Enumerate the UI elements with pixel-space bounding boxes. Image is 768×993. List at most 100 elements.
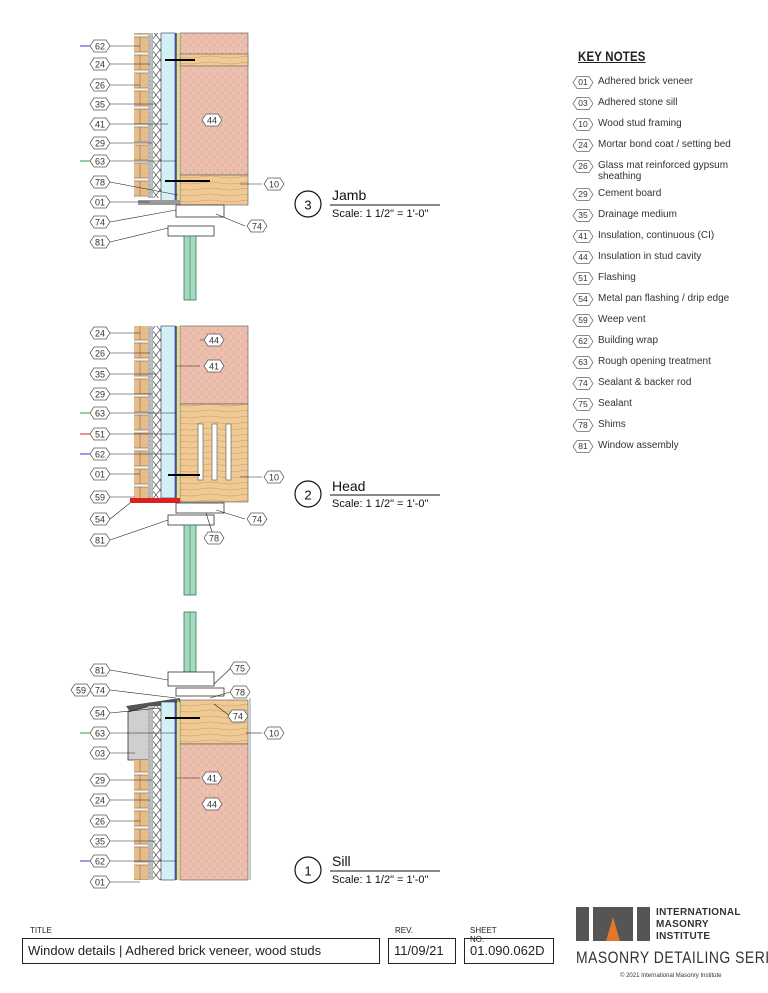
jamb-drainage-medium	[153, 33, 161, 198]
detail-marker-head: 2 Head Scale: 1 1/2" = 1'-0"	[294, 478, 440, 510]
callout-jamb: 44	[201, 113, 223, 127]
callout-head: 24	[89, 326, 111, 340]
detail-number: 2	[304, 488, 311, 503]
key-note-code: 01	[578, 77, 588, 87]
callout-sill: 63	[89, 726, 111, 740]
rev-caption: REV.	[395, 926, 413, 935]
jamb-continuous-insulation	[160, 32, 176, 204]
detail-scale: Scale: 1 1/2" = 1'-0"	[332, 208, 429, 220]
callout-sill: 75	[229, 661, 251, 675]
callout-code: 59	[95, 493, 105, 503]
key-note-code: 44	[578, 252, 588, 262]
key-note-code: 35	[578, 210, 588, 220]
callout-code: 75	[235, 664, 245, 674]
logo-line-2: MASONRY	[656, 919, 709, 930]
key-note-hex: 59	[572, 314, 594, 327]
key-note-item: 75 Sealant	[572, 398, 762, 413]
key-note-label: Rough opening treatment	[598, 356, 711, 367]
key-note-item: 59 Weep vent	[572, 314, 762, 329]
key-note-hex: 01	[572, 76, 594, 89]
callout-sill: 29	[89, 773, 111, 787]
logo-series: MASONRY DETAILING SERIES	[576, 948, 768, 967]
callout-head: 29	[89, 387, 111, 401]
key-note-code: 51	[578, 273, 588, 283]
head-brick-veneer	[134, 326, 148, 498]
key-note-hex: 29	[572, 188, 594, 201]
callout-jamb: 24	[89, 57, 111, 71]
callout-head: 63	[89, 406, 111, 420]
key-note-label: Drainage medium	[598, 209, 677, 220]
callout-head: 44	[203, 333, 225, 347]
title-caption: TITLE	[30, 926, 52, 935]
key-note-hex: 41	[572, 230, 594, 243]
key-note-hex: 51	[572, 272, 594, 285]
callout-jamb: 41	[89, 117, 111, 131]
callout-code: 74	[252, 515, 262, 525]
key-note-code: 54	[578, 294, 588, 304]
callout-sill: 10	[263, 726, 285, 740]
key-note-label: Sealant	[598, 398, 632, 409]
callout-code: 41	[207, 774, 217, 784]
key-note-label: Wood stud framing	[598, 118, 682, 129]
callout-code: 62	[95, 42, 105, 52]
callout-jamb: 81	[89, 235, 111, 249]
key-notes-heading: KEY NOTES	[578, 48, 646, 64]
callout-jamb: 63	[89, 154, 111, 168]
callout-sill: 24	[89, 793, 111, 807]
key-note-hex: 26	[572, 160, 594, 173]
callout-code: 29	[95, 390, 105, 400]
callout-head: 54	[89, 512, 111, 526]
callout-code: 24	[95, 796, 105, 806]
sill-brick-veneer	[134, 760, 148, 880]
callout-sill: 54	[89, 706, 111, 720]
callout-sill: 35	[89, 834, 111, 848]
callout-code: 74	[95, 686, 105, 696]
jamb-leaders	[80, 45, 262, 243]
key-note-label: Insulation, continuous (CI)	[598, 230, 715, 241]
callout-head: 26	[89, 346, 111, 360]
callout-jamb: 01	[89, 195, 111, 209]
jamb-wood-stud	[179, 174, 249, 206]
key-note-item: 62 Building wrap	[572, 335, 762, 350]
callout-code: 41	[209, 362, 219, 372]
key-note-hex: 62	[572, 335, 594, 348]
head-detail-section	[130, 325, 249, 596]
key-note-code: 29	[578, 189, 588, 199]
key-note-code: 59	[578, 315, 588, 325]
callout-code: 24	[95, 60, 105, 70]
callout-head: 51	[89, 427, 111, 441]
key-note-hex: 75	[572, 398, 594, 411]
detail-scale: Scale: 1 1/2" = 1'-0"	[332, 498, 429, 510]
callout-code: 35	[95, 837, 105, 847]
key-note-label: Weep vent	[598, 314, 646, 325]
callout-jamb: 10	[263, 177, 285, 191]
callout-code: 63	[95, 729, 105, 739]
key-note-label: Building wrap	[598, 335, 659, 346]
callout-code: 74	[233, 712, 243, 722]
key-note-hex: 74	[572, 377, 594, 390]
key-note-item: 78 Shims	[572, 419, 762, 434]
detail-number: 1	[304, 864, 311, 879]
key-note-item: 35 Drainage medium	[572, 209, 762, 224]
callout-sill: 81	[89, 663, 111, 677]
callout-code: 78	[209, 534, 219, 544]
key-note-label: Shims	[598, 419, 626, 430]
key-note-code: 26	[578, 161, 588, 171]
detail-title: Sill	[332, 853, 351, 869]
jamb-mortar-bond	[148, 33, 153, 198]
key-note-hex: 54	[572, 293, 594, 306]
callout-sill: 78	[229, 685, 251, 699]
key-note-code: 62	[578, 336, 588, 346]
key-note-code: 78	[578, 420, 588, 430]
copyright: © 2021 International Masonry Institute	[620, 973, 722, 979]
callout-code: 01	[95, 470, 105, 480]
jamb-brick-veneer	[134, 33, 148, 198]
callout-code: 29	[95, 139, 105, 149]
key-note-code: 74	[578, 378, 588, 388]
key-note-label: Adhered brick veneer	[598, 76, 694, 87]
